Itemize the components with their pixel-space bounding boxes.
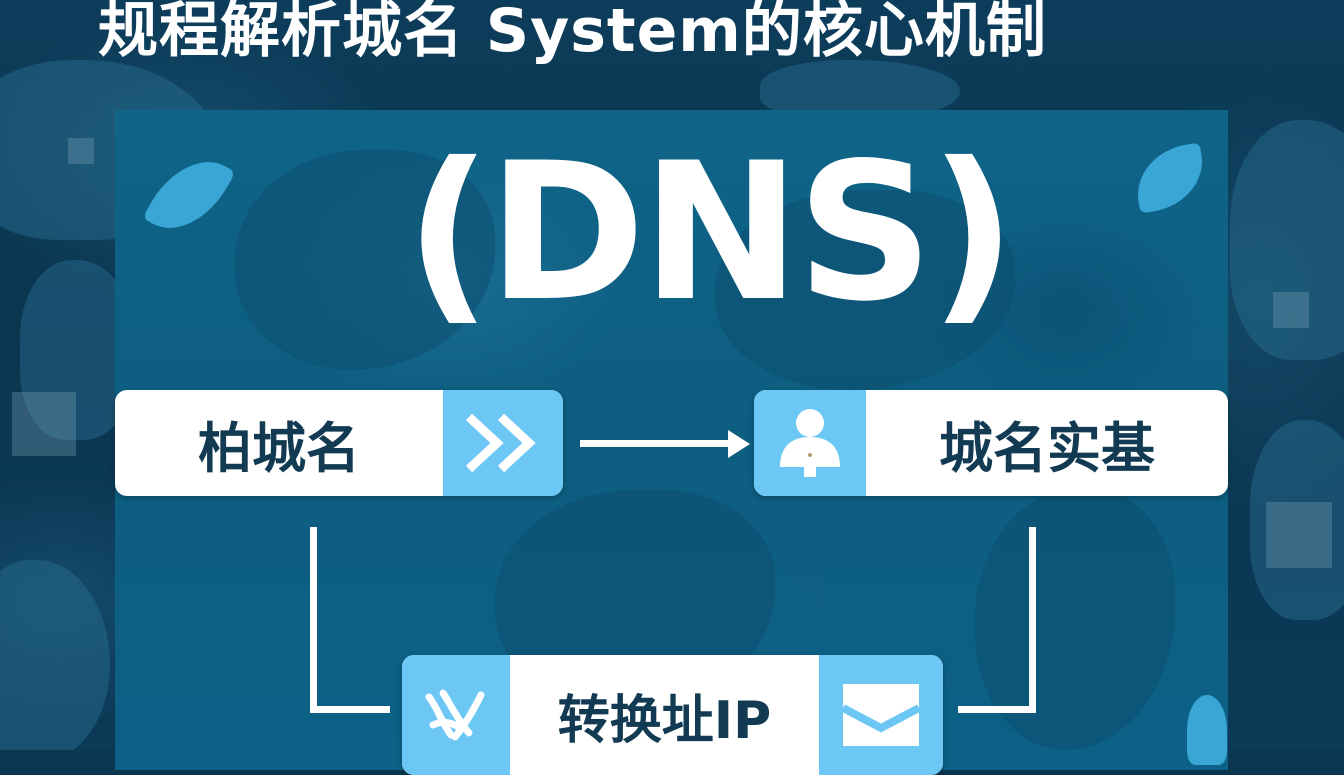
connector-elbow-right-vertical (1029, 527, 1036, 713)
node-domain-name[interactable]: 柏城名 (115, 390, 563, 496)
tangle-icon (402, 655, 510, 775)
decor-square (68, 138, 94, 164)
map-landmass (1230, 120, 1344, 360)
page-title: 规程解析城名 System的核心机制 (98, 0, 1047, 66)
connector-arrow-line (580, 440, 732, 447)
connector-elbow-left-horizontal (310, 706, 390, 713)
decor-square (12, 392, 76, 456)
user-icon (754, 390, 866, 496)
map-landmass (715, 190, 1015, 390)
arrow-head-icon (728, 430, 750, 458)
mail-icon (819, 655, 943, 775)
node-label: 城名实基 (939, 416, 1155, 480)
node-label: 转换址IP (557, 690, 772, 751)
map-landmass (235, 150, 495, 370)
leaf-decoration (1130, 142, 1210, 214)
dns-heading: (DNS) (405, 122, 1016, 343)
connector-elbow-right-horizontal (958, 706, 1036, 713)
decor-square (1273, 292, 1309, 328)
node-convert-ip[interactable]: 转换址IP (402, 655, 943, 775)
map-landmass (1250, 420, 1344, 620)
decor-square (1266, 502, 1332, 568)
map-landmass (0, 560, 110, 750)
leaf-decoration (142, 143, 236, 247)
node-label: 柏城名 (198, 416, 360, 480)
double-chevron-right-icon (443, 390, 563, 496)
node-domain-entity[interactable]: 城名实基 (754, 390, 1228, 496)
leaf-decoration (1187, 695, 1227, 765)
connector-elbow-left-vertical (310, 527, 317, 713)
